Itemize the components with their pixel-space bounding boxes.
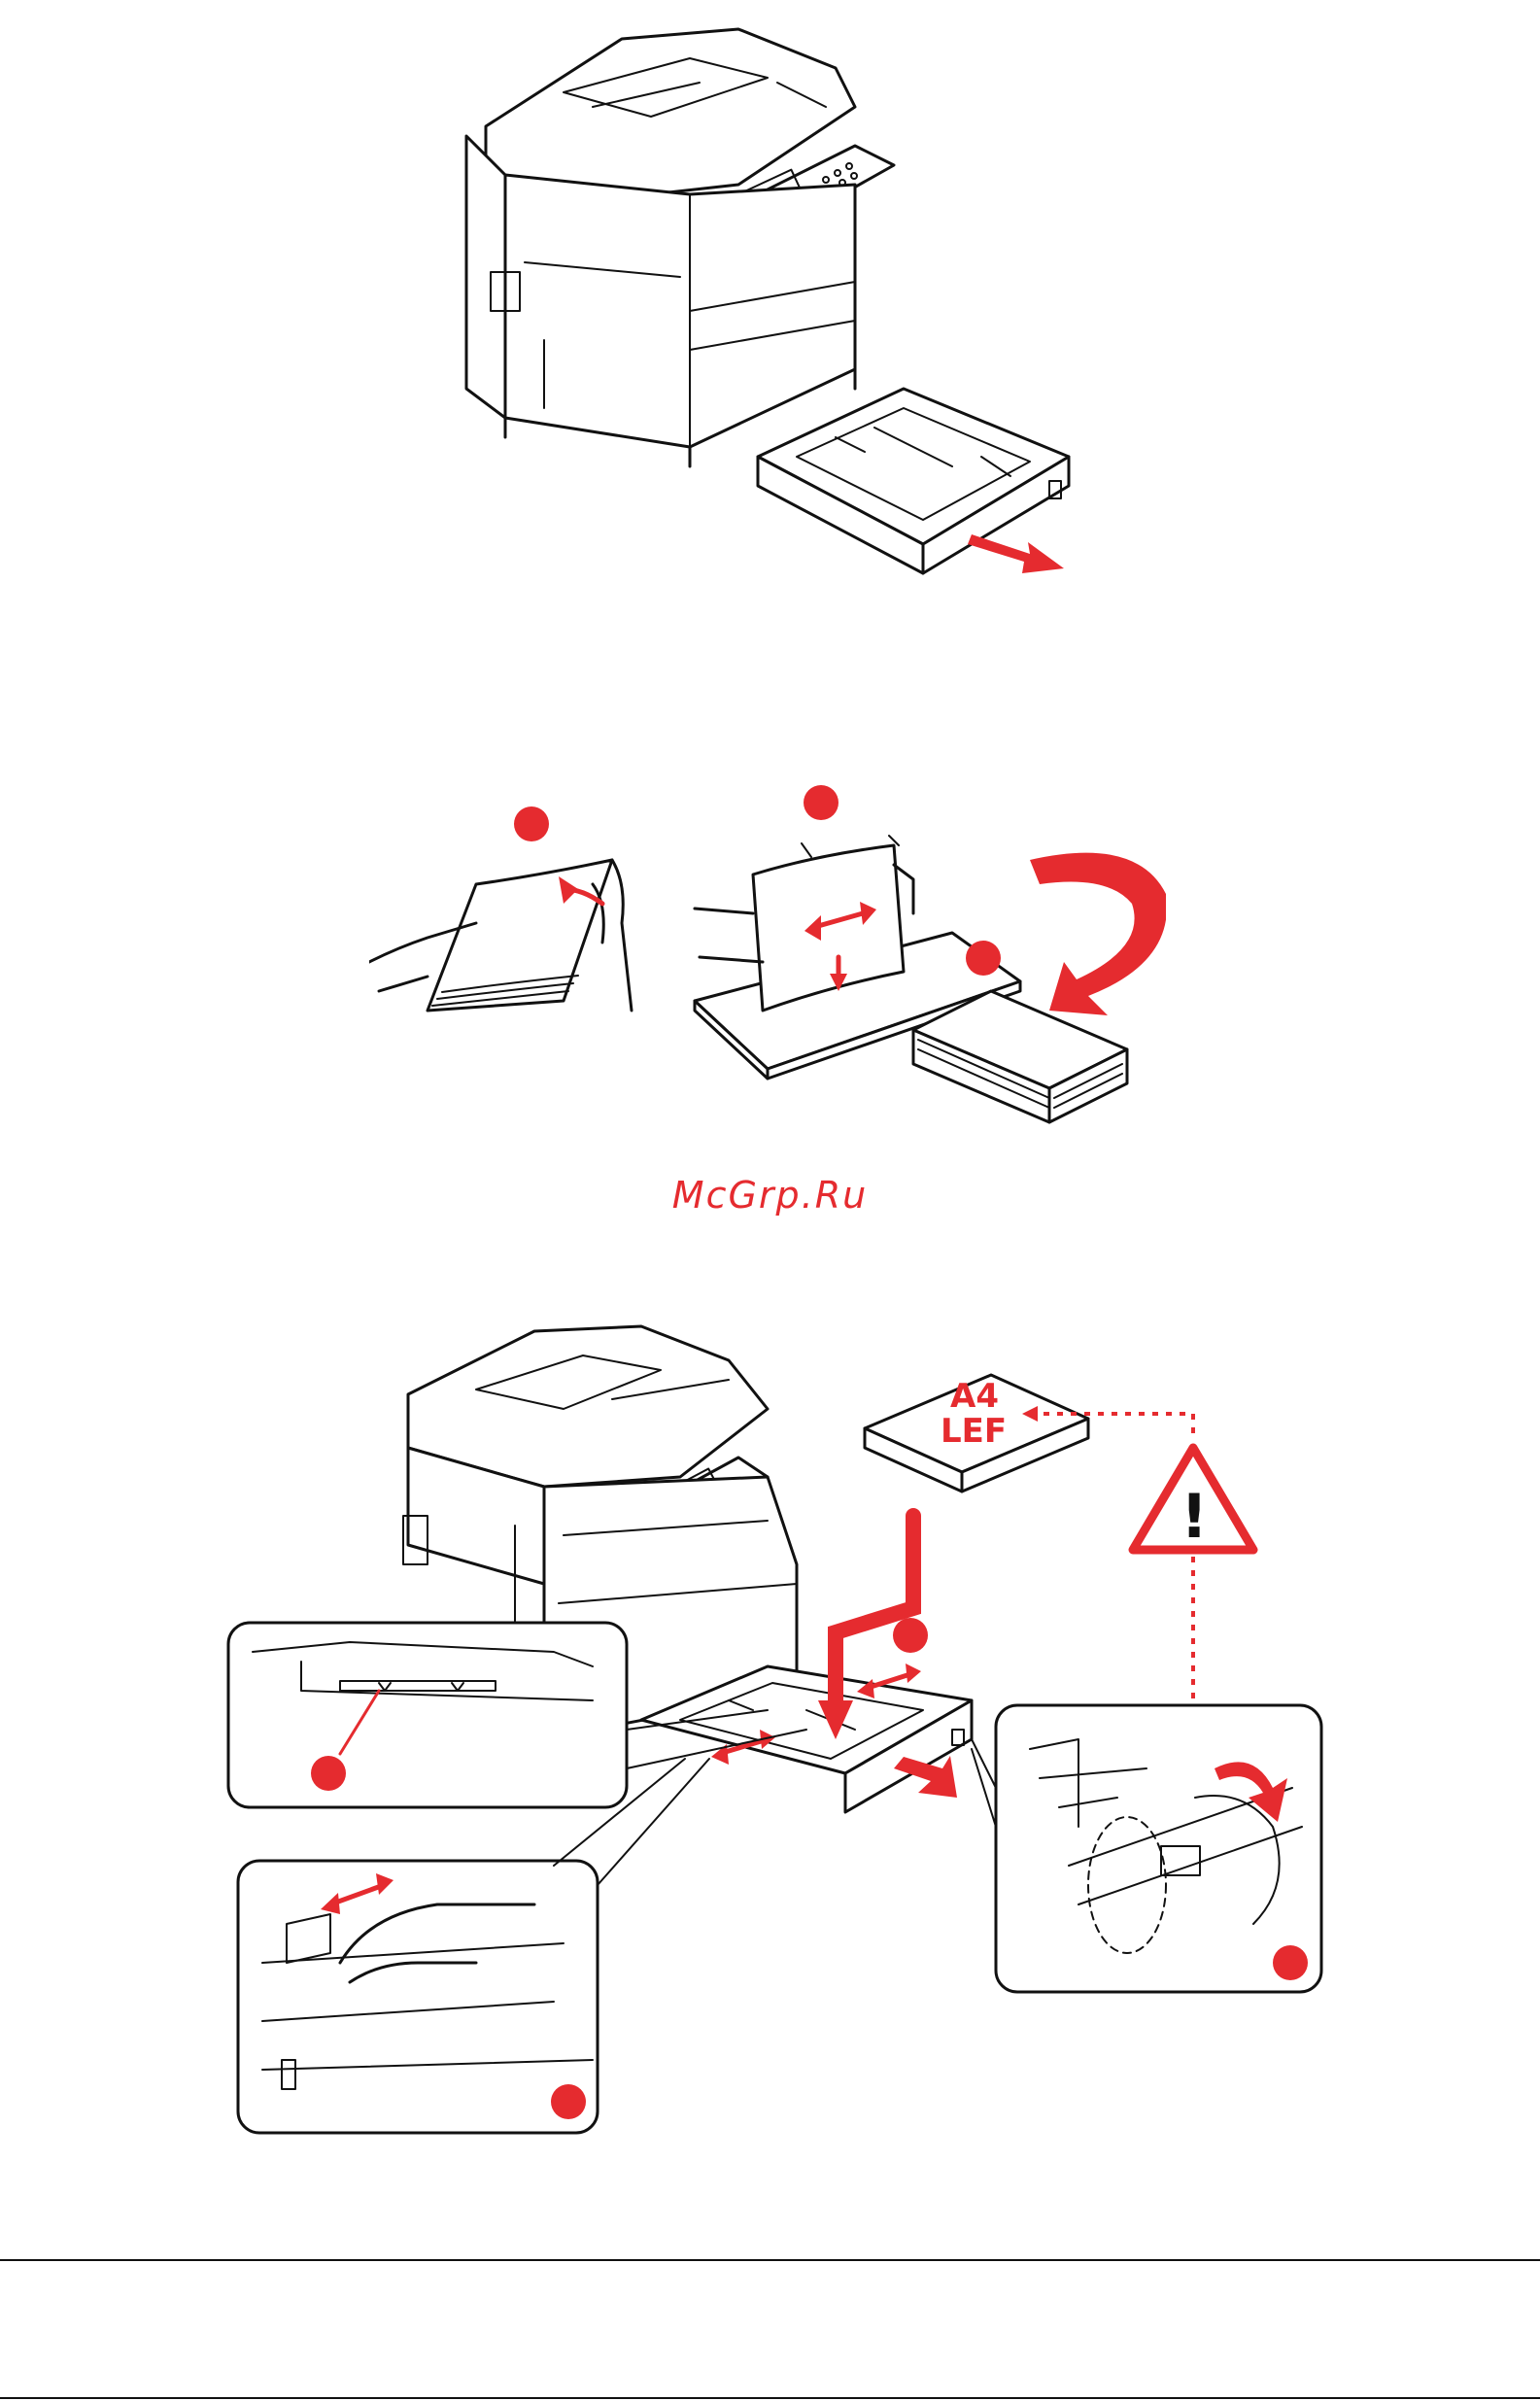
step-dot-icon: [893, 1618, 928, 1653]
inset-slide-guide: [238, 1861, 598, 2133]
warning-triangle-icon: !: [1133, 1448, 1253, 1552]
figure-printer-tray-removal: [447, 0, 1088, 583]
footer-rule-bottom: [0, 2397, 1540, 2399]
step-dot-icon: [311, 1756, 346, 1791]
curved-arrow-icon: [1030, 853, 1166, 1015]
pull-arrow-icon: [968, 534, 1064, 573]
step-dot-icon: [1273, 1945, 1308, 1980]
paper-orientation-label: LEF: [941, 1412, 1007, 1451]
figure-paper-preparation: [369, 768, 1166, 1147]
inset-size-dial: [996, 1705, 1321, 1992]
paper-size-label: A4: [950, 1377, 999, 1416]
step-dot-icon: [966, 941, 1001, 976]
step-dot-icon: [551, 2084, 586, 2119]
warning-glyph: !: [1181, 1481, 1208, 1552]
inset-paper-guide: [228, 1623, 627, 1807]
watermark-text: McGrp.Ru: [0, 1174, 1540, 1217]
footer-rule-top: [0, 2259, 1540, 2261]
step-dot-icon: [514, 806, 549, 841]
step-dot-icon: [804, 785, 838, 820]
figure-tray-loading: A4 LEF !: [223, 1283, 1331, 2147]
